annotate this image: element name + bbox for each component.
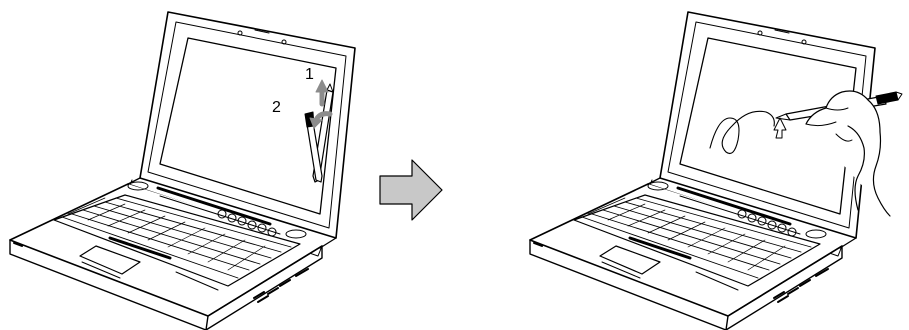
laptop-right	[530, 12, 875, 330]
step-number-1: 1	[305, 66, 314, 83]
laptop-left	[10, 12, 355, 330]
flow-arrow	[380, 160, 442, 220]
step-number-2: 2	[272, 99, 281, 116]
